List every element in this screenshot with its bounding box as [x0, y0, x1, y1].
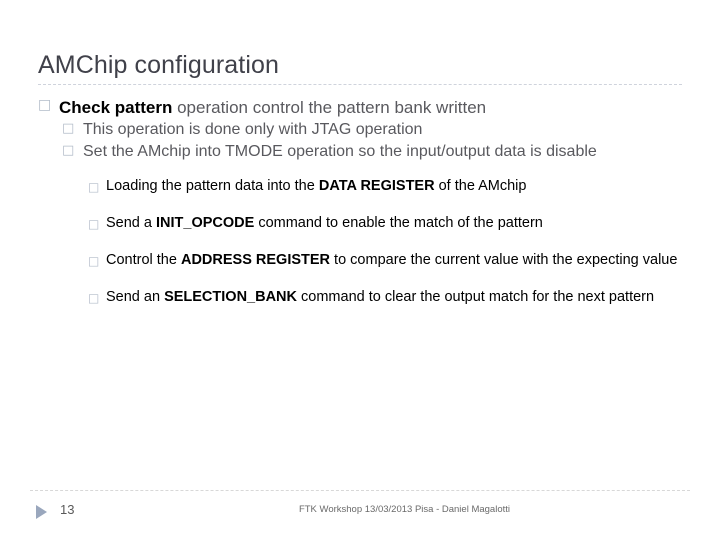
bullet-level3-after: of the AMchip: [434, 178, 527, 194]
bullet-level3-before: Send an: [106, 289, 165, 305]
bullet-level3-after: command to enable the match of the patte…: [254, 215, 543, 231]
square-bullet-icon: □: [38, 97, 52, 113]
bullet-level2-text: This operation is done only with JTAG op…: [83, 121, 423, 138]
bullet-level3-strong: ADDRESS REGISTER: [180, 252, 331, 268]
bullet-level3-group: □ Loading the pattern data into the DATA…: [38, 177, 682, 307]
bullet-level3-text: Send an SELECTION_BANK command to clear …: [106, 288, 682, 307]
bullet-level2-text: Set the AMchip into TMODE operation so t…: [83, 143, 597, 160]
bullet-level1: □ Check pattern operation control the pa…: [38, 96, 682, 119]
square-bullet-icon: □: [88, 180, 100, 194]
bullet-level2: □ This operation is done only with JTAG …: [38, 119, 682, 141]
bullet-level3-after: to compare the current value with the ex…: [330, 252, 678, 268]
bullet-level2: □ Set the AMchip into TMODE operation so…: [38, 141, 682, 163]
slide-title-block: AMChip configuration: [38, 50, 682, 85]
bullet-level3-after: command to clear the output match for th…: [297, 289, 655, 305]
bullet-level3-strong: DATA REGISTER: [318, 178, 435, 194]
bullet-level3: □ Send a INIT_OPCODE command to enable t…: [38, 214, 682, 233]
page-number: 13: [60, 502, 75, 517]
bullet-level3-text: Send a INIT_OPCODE command to enable the…: [106, 214, 682, 233]
bullet-level1-strong: Check pattern: [59, 98, 173, 117]
slide-footer: 13 FTK Workshop 13/03/2013 Pisa - Daniel…: [30, 498, 690, 538]
square-bullet-icon: □: [88, 254, 100, 268]
square-bullet-icon: □: [62, 121, 75, 136]
square-bullet-icon: □: [88, 291, 100, 305]
bullet-level3: □ Send an SELECTION_BANK command to clea…: [38, 288, 682, 307]
page-title: AMChip configuration: [38, 51, 280, 79]
bullet-level3-text: Control the ADDRESS REGISTER to compare …: [106, 251, 682, 270]
slide-body: □ Check pattern operation control the pa…: [38, 96, 682, 307]
bullet-level3-strong: SELECTION_BANK: [164, 289, 297, 305]
footer-note: FTK Workshop 13/03/2013 Pisa - Daniel Ma…: [298, 504, 510, 515]
bullet-level3-strong: INIT_OPCODE: [156, 215, 255, 231]
square-bullet-icon: □: [88, 217, 100, 231]
bullet-level1-text: Check pattern operation control the patt…: [59, 96, 682, 119]
bullet-level3-before: Control the: [106, 252, 181, 268]
bullet-level3: □ Loading the pattern data into the DATA…: [38, 177, 682, 196]
play-triangle-icon: [36, 505, 47, 519]
bullet-level3: □ Control the ADDRESS REGISTER to compar…: [38, 251, 682, 270]
bullet-level1-rest: operation control the pattern bank writt…: [172, 98, 487, 117]
bullet-level3-before: Loading the pattern data into the: [106, 178, 319, 194]
bullet-level3-before: Send a: [106, 215, 156, 231]
bullet-level3-text: Loading the pattern data into the DATA R…: [106, 177, 682, 196]
square-bullet-icon: □: [62, 143, 75, 158]
title-divider: [38, 84, 682, 85]
footer-divider: [30, 490, 690, 491]
